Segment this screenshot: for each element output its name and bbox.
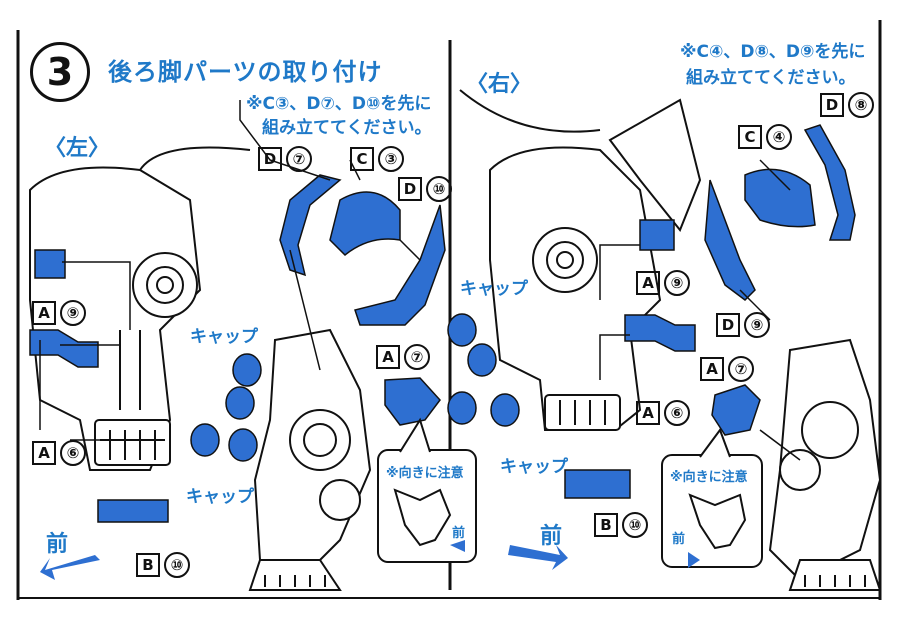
right-cap-label-1: キャップ	[460, 279, 528, 299]
part-letter: D	[258, 147, 282, 171]
part-number: ⑥	[60, 440, 86, 466]
right-cap-label-2: キャップ	[500, 457, 568, 477]
part-number: ⑦	[728, 356, 754, 382]
right-caps	[447, 313, 520, 427]
right-lower-leg	[768, 338, 882, 591]
right-part-a9: A ⑨	[636, 270, 690, 296]
left-caution-front: 前	[452, 526, 466, 541]
part-number: ⑨	[664, 270, 690, 296]
part-letter: D	[716, 313, 740, 337]
part-number: ⑨	[744, 312, 770, 338]
part-letter: B	[594, 513, 618, 537]
step-title: 後ろ脚パーツの取り付け	[108, 58, 383, 86]
right-leg-assembly	[459, 89, 702, 431]
left-caution-bubble	[377, 417, 477, 563]
part-letter: A	[636, 271, 660, 295]
left-cap-label-1: キャップ	[190, 327, 258, 347]
right-pre-note-1: ※C④、D⑧、D⑨を先に	[680, 42, 866, 62]
part-number: ⑩	[426, 176, 452, 202]
right-part-d8: D ⑧	[820, 92, 874, 118]
part-number: ⑦	[286, 146, 312, 172]
part-number: ⑩	[622, 512, 648, 538]
part-number: ③	[378, 146, 404, 172]
right-part-a6: A ⑥	[636, 400, 690, 426]
part-letter: C	[738, 125, 762, 149]
right-guide-lines	[599, 159, 801, 461]
left-pre-note-1: ※C③、D⑦、D⑩を先に	[246, 94, 432, 114]
left-front-label: 前	[46, 532, 69, 557]
left-part-a9: A ⑨	[32, 300, 86, 326]
part-letter: D	[398, 177, 422, 201]
left-leg-assembly	[29, 146, 251, 471]
part-number: ⑦	[404, 344, 430, 370]
part-letter: A	[32, 301, 56, 325]
left-part-b10: B ⑩	[136, 552, 190, 578]
left-pre-note-2: 組み立ててください。	[262, 118, 432, 138]
left-part-a7: A ⑦	[376, 344, 430, 370]
left-blue-parts	[29, 174, 446, 523]
part-number: ⑨	[60, 300, 86, 326]
right-pre-note-2: 組み立ててください。	[686, 68, 856, 88]
part-number: ⑧	[848, 92, 874, 118]
part-letter: D	[820, 93, 844, 117]
part-letter: A	[376, 345, 400, 369]
left-cap-label-2: キャップ	[186, 487, 254, 507]
left-part-d10: D ⑩	[398, 176, 452, 202]
part-letter: C	[350, 147, 374, 171]
right-side-label: 〈右〉	[466, 72, 533, 97]
right-part-c4: C ④	[738, 124, 792, 150]
left-front-arrow	[40, 555, 100, 580]
right-caution-text: ※向きに注意	[670, 470, 748, 485]
right-part-a7: A ⑦	[700, 356, 754, 382]
part-number: ④	[766, 124, 792, 150]
part-number: ⑥	[664, 400, 690, 426]
part-letter: A	[636, 401, 660, 425]
part-letter: A	[32, 441, 56, 465]
left-caution-text: ※向きに注意	[386, 466, 464, 481]
left-part-a6: A ⑥	[32, 440, 86, 466]
left-side-label: 〈左〉	[44, 136, 111, 161]
right-caution-front: 前	[672, 532, 686, 547]
right-part-b10: B ⑩	[594, 512, 648, 538]
right-caution-bubble	[661, 427, 763, 568]
part-number: ⑩	[164, 552, 190, 578]
left-caps	[190, 353, 262, 462]
left-part-c3: C ③	[350, 146, 404, 172]
right-front-arrow	[508, 545, 568, 570]
part-letter: A	[700, 357, 724, 381]
left-part-d7: D ⑦	[258, 146, 312, 172]
left-lower-leg	[248, 328, 372, 591]
right-front-label: 前	[540, 524, 563, 549]
right-blue-parts	[564, 124, 856, 499]
right-part-d9: D ⑨	[716, 312, 770, 338]
step-number: 3	[30, 42, 90, 102]
part-letter: B	[136, 553, 160, 577]
